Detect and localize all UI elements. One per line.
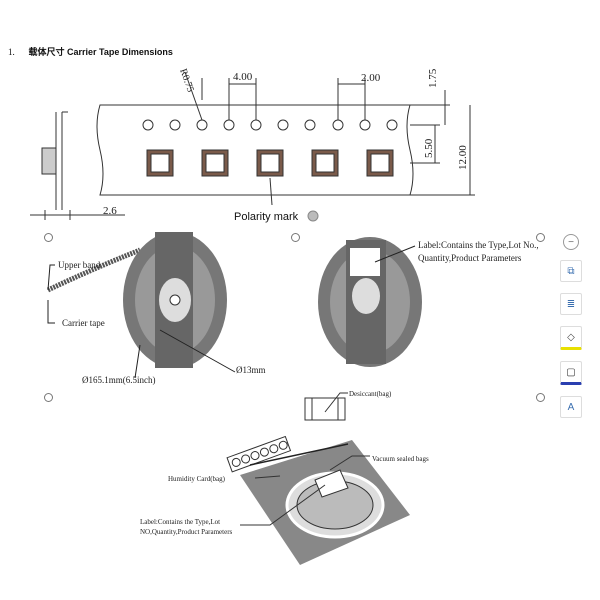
humidity-indicator-dot	[231, 457, 241, 467]
text-wrap-button[interactable]: ≣	[560, 293, 582, 315]
tape-side-view	[30, 111, 71, 220]
hub-diameter-label: Ø13mm	[236, 365, 266, 375]
reel-diameter-label: Ø165.1mm(6.5inch)	[82, 375, 156, 385]
humidity-card-label: Humidity Card(bag)	[168, 475, 226, 483]
vacuum-bag-label: Vacuum sealed bags	[372, 455, 429, 463]
layout-options-button[interactable]: ⧉	[560, 260, 582, 282]
pocket-inner	[370, 153, 390, 173]
sprocket-hole	[277, 119, 289, 131]
fill-color-button[interactable]: ◇	[560, 326, 582, 350]
humidity-indicator-dot	[241, 454, 251, 464]
sprocket-hole	[169, 119, 181, 131]
pocket-inner	[315, 153, 335, 173]
polarity-mark-label: Polarity mark	[234, 211, 299, 223]
packing-label-line2: NO,Quantity,Product Parameters	[140, 528, 233, 536]
dim-thickness: 2.6	[103, 205, 117, 217]
section-heading: 1. 载体尺寸 Carrier Tape Dimensions	[8, 45, 173, 58]
humidity-indicator-dot	[269, 444, 279, 454]
desiccant-label: Desiccant(bag)	[349, 390, 392, 398]
pocket-inner	[205, 153, 225, 173]
list-number: 1.	[8, 47, 15, 57]
dim-hole-offset: 2.00	[361, 72, 381, 84]
collapse-toolbar-button[interactable]: −	[563, 234, 579, 250]
resize-handle-top-left[interactable]	[44, 233, 53, 242]
resize-handle-top-right[interactable]	[536, 233, 545, 242]
resize-handle-right[interactable]	[536, 393, 545, 402]
carrier-tape-label: Carrier tape	[62, 318, 105, 328]
resize-handle-top[interactable]	[291, 233, 300, 242]
reel-illustration-right	[318, 237, 422, 367]
humidity-indicator-dot	[250, 451, 260, 461]
dim-pitch: 4.00	[233, 71, 253, 83]
resize-handle-left[interactable]	[44, 393, 53, 402]
reel-label-line2: Quantity,Product Parameters	[418, 253, 522, 263]
sprocket-hole	[304, 119, 316, 131]
sprocket-hole	[142, 119, 154, 131]
humidity-indicator-dot	[259, 447, 269, 457]
heading-text: 载体尺寸 Carrier Tape Dimensions	[28, 47, 173, 57]
pocket-inner	[150, 153, 170, 173]
upper-band-label: Upper band	[58, 260, 101, 270]
reel-label-line1: Label:Contains the Type,Lot No.,	[418, 240, 539, 250]
packing-illustration	[226, 392, 410, 565]
pocket-inner	[260, 153, 280, 173]
image-quick-toolbar: − ⧉ ≣ ◇ ▢ A	[558, 232, 582, 429]
dim-center: 5.50	[423, 138, 435, 158]
carrier-tape-drawing	[70, 71, 475, 216]
reel-illustration-left	[46, 232, 236, 379]
humidity-indicator-dot	[278, 440, 288, 450]
packing-label-line1: Label:Contains the Type,Lot	[140, 518, 220, 526]
dim-width: 12.00	[457, 145, 469, 170]
dim-edge: 1.75	[427, 68, 439, 88]
rotate-handle[interactable]	[307, 210, 319, 222]
caption-button[interactable]: A	[560, 396, 582, 418]
sprocket-hole	[386, 119, 398, 131]
dim-radius: R0.75	[177, 67, 196, 93]
border-button[interactable]: ▢	[560, 361, 582, 385]
